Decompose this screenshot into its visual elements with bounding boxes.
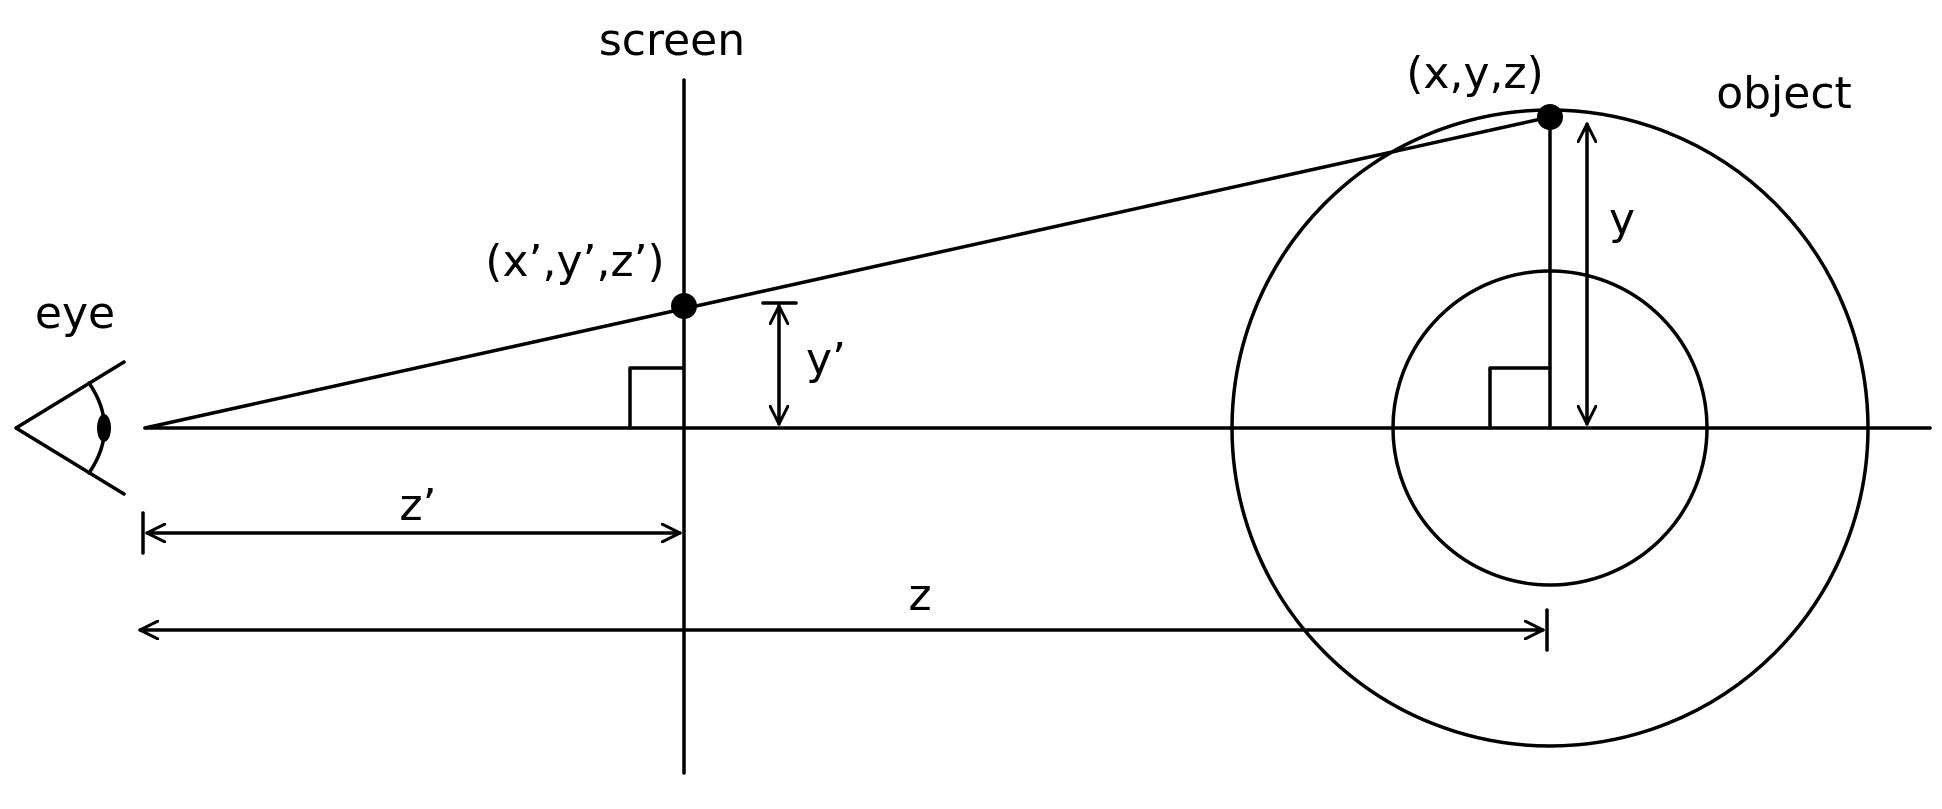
screen-point-label: (x’,y’,z’) — [485, 236, 664, 287]
z-prime-label: z’ — [399, 480, 436, 531]
eye-icon — [14, 360, 126, 496]
y-prime-label: y’ — [806, 334, 846, 385]
z-label: z — [908, 570, 931, 621]
object-point-label: (x,y,z) — [1406, 48, 1543, 99]
eye-label: eye — [35, 288, 115, 339]
screen-point-dot — [671, 293, 697, 319]
right-angle-mark-screen — [628, 366, 686, 430]
object-point-dot — [1537, 104, 1563, 130]
y-label: y — [1609, 194, 1635, 245]
object-label: object — [1716, 68, 1852, 119]
right-angle-mark-object — [1488, 366, 1552, 430]
screen-label: screen — [599, 15, 745, 66]
projection-ray — [143, 115, 1552, 430]
